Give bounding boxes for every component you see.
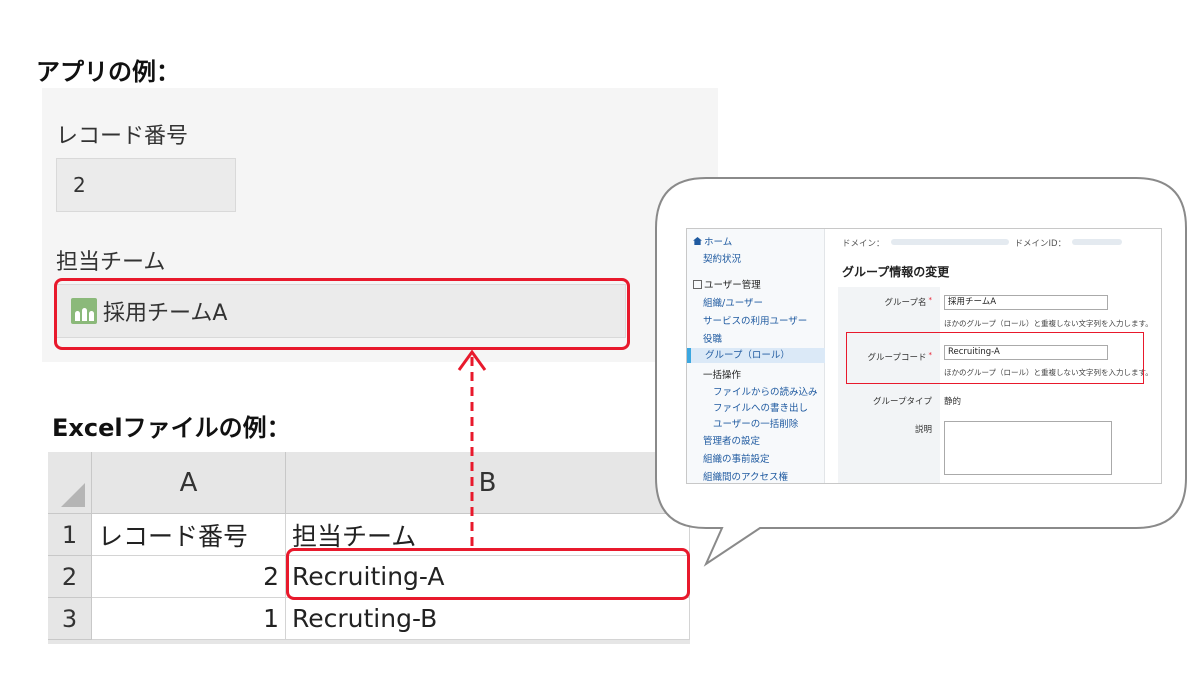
row-header-1[interactable]: 1 bbox=[48, 514, 92, 556]
cell-b2[interactable]: Recruiting-A bbox=[286, 556, 690, 598]
admin-sidebar: ホーム 契約状況 ユーザー管理 組織/ユーザー サービスの利用ユーザー 役職 グ… bbox=[687, 229, 825, 483]
row-header-3[interactable]: 3 bbox=[48, 598, 92, 640]
cell-a3[interactable]: 1 bbox=[92, 598, 286, 640]
domain-redacted bbox=[890, 239, 1009, 245]
page-title: グループ情報の変更 bbox=[842, 265, 950, 279]
group-type-value: 静的 bbox=[944, 397, 962, 407]
dashed-arrow-icon bbox=[457, 349, 487, 546]
admin-screen: ホーム 契約状況 ユーザー管理 組織/ユーザー サービスの利用ユーザー 役職 グ… bbox=[686, 228, 1162, 484]
group-name-hint: ほかのグループ（ロール）と重複しない文字列を入力します。 bbox=[944, 319, 1153, 328]
row-header-2[interactable]: 2 bbox=[48, 556, 92, 598]
cell-a1[interactable]: レコード番号 bbox=[92, 514, 286, 556]
excel-example-heading: Excelファイルの例： bbox=[52, 414, 291, 442]
user-icon bbox=[693, 280, 702, 289]
column-header-b[interactable]: B bbox=[286, 452, 690, 514]
group-type-label: グループタイプ bbox=[873, 397, 932, 407]
nav-home[interactable]: ホーム bbox=[693, 234, 732, 248]
cell-b3[interactable]: Recruting-B bbox=[286, 598, 690, 640]
nav-bulk-delete[interactable]: ユーザーの一括削除 bbox=[713, 419, 799, 430]
description-label: 説明 bbox=[914, 425, 932, 435]
group-code-input[interactable]: Recruiting-A bbox=[944, 345, 1108, 360]
team-label: 担当チーム bbox=[56, 250, 166, 275]
group-name-input[interactable]: 採用チームA bbox=[944, 295, 1108, 310]
nav-contract[interactable]: 契約状況 bbox=[703, 254, 742, 265]
domain-id-redacted bbox=[1072, 239, 1123, 245]
app-example-heading: アプリの例： bbox=[36, 58, 180, 86]
admin-main: ドメイン：ドメインID： グループ情報の変更 グループ名* グループコード* グ… bbox=[826, 229, 1161, 483]
cell-b1[interactable]: 担当チーム bbox=[286, 514, 690, 556]
domain-info: ドメイン：ドメインID： bbox=[842, 237, 1128, 249]
record-number-label: レコード番号 bbox=[56, 124, 189, 149]
description-textarea[interactable] bbox=[944, 421, 1112, 475]
form-label-column: グループ名* グループコード* グループタイプ 説明 bbox=[838, 287, 940, 483]
nav-service-users[interactable]: サービスの利用ユーザー bbox=[703, 316, 808, 327]
nav-org-access[interactable]: 組織間のアクセス権 bbox=[703, 472, 789, 483]
cell-b2-highlight bbox=[286, 548, 690, 600]
cell-a2[interactable]: 2 bbox=[92, 556, 286, 598]
sheet-edge bbox=[48, 640, 690, 644]
group-code-label: グループコード* bbox=[867, 351, 933, 363]
nav-bulk-ops: 一括操作 bbox=[703, 370, 742, 381]
team-value: 採用チームA bbox=[103, 301, 228, 326]
nav-user-management: ユーザー管理 bbox=[693, 277, 761, 291]
column-header-a[interactable]: A bbox=[92, 452, 286, 514]
record-number-field: 2 bbox=[56, 158, 236, 212]
nav-org-users[interactable]: 組織/ユーザー bbox=[703, 298, 764, 309]
nav-groups[interactable]: グループ（ロール） bbox=[687, 348, 825, 363]
group-name-label: グループ名* bbox=[884, 296, 933, 308]
team-field[interactable]: 採用チームA bbox=[56, 284, 626, 338]
home-icon bbox=[693, 237, 702, 245]
team-field-highlight bbox=[54, 278, 630, 350]
group-code-highlight bbox=[846, 332, 1144, 384]
nav-import[interactable]: ファイルからの読み込み bbox=[713, 387, 818, 398]
group-code-hint: ほかのグループ（ロール）と重複しない文字列を入力します。 bbox=[944, 368, 1153, 377]
app-record-panel: レコード番号 2 担当チーム 採用チームA bbox=[42, 88, 718, 362]
nav-org-presets[interactable]: 組織の事前設定 bbox=[703, 454, 770, 465]
select-all-corner[interactable] bbox=[48, 452, 92, 514]
nav-admin-settings[interactable]: 管理者の設定 bbox=[703, 436, 761, 447]
nav-export[interactable]: ファイルへの書き出し bbox=[713, 403, 809, 414]
nav-roles[interactable]: 役職 bbox=[703, 334, 723, 345]
group-icon bbox=[71, 298, 97, 324]
